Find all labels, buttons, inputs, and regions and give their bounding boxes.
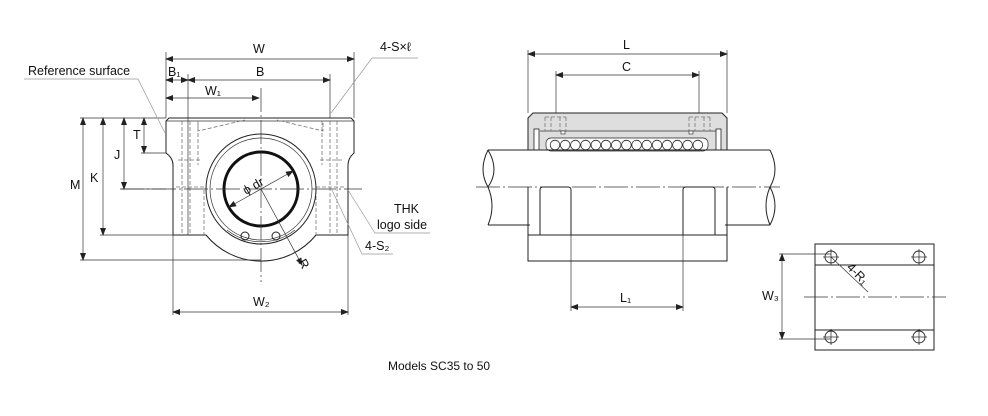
dim-label-K: K: [90, 171, 99, 185]
ball: [611, 139, 622, 151]
dim-label-R1: 4-R₁: [844, 260, 871, 287]
shaft: [482, 149, 776, 226]
ball: [621, 139, 632, 151]
housing-lower: [527, 187, 728, 262]
reference-surface-label: Reference surface: [28, 64, 130, 78]
ball: [662, 139, 673, 151]
retaining-hole: [271, 231, 281, 241]
ball: [590, 139, 602, 151]
housing-outline: [165, 117, 355, 262]
ball: [651, 139, 663, 151]
front-view: ϕ dr R W B₁ B W₁ M K J T W₂ Reference su…: [24, 40, 430, 315]
ball: [600, 139, 612, 151]
dim-label-J: J: [114, 148, 120, 162]
dim-label-L: L: [623, 38, 630, 52]
dim-label-C: C: [622, 60, 631, 74]
ball: [580, 139, 591, 151]
dim-label-R: R: [295, 257, 312, 272]
dim-label-L1: L₁: [620, 291, 631, 305]
dim-label-dr: ϕ dr: [241, 175, 267, 198]
bolt-hole-hidden-lines: [176, 121, 344, 235]
ball: [570, 139, 581, 151]
dim-label-M: M: [70, 178, 80, 192]
dim-label-T: T: [133, 128, 141, 142]
thread-spec-label: 4-S×ℓ: [380, 40, 411, 54]
thk-label: THK: [394, 202, 420, 216]
mounting-hole: [823, 329, 839, 345]
ball: [560, 139, 571, 151]
retaining-hole: [240, 231, 250, 241]
dim-label-W3: W₃: [762, 289, 779, 303]
dim-label-B: B: [256, 65, 264, 79]
ball: [692, 139, 704, 151]
ball: [672, 139, 683, 151]
dim-label-W1: W₁: [205, 84, 221, 98]
s2-label: 4-S₂: [365, 239, 389, 253]
caption: Models SC35 to 50: [388, 359, 490, 373]
mounting-hole: [911, 249, 927, 265]
dim-label-W: W: [253, 42, 265, 56]
ball: [631, 139, 642, 151]
mounting-hole: [911, 329, 927, 345]
ball: [641, 139, 653, 151]
side-view: L C L₁: [476, 38, 780, 311]
dim-label-B1: B₁: [168, 65, 181, 79]
dim-label-W2: W₂: [253, 295, 270, 309]
logo-side-label: logo side: [377, 218, 427, 232]
ball: [549, 139, 561, 151]
bottom-view: W₃ 4-R₁: [762, 243, 946, 351]
ball-row: [549, 139, 704, 151]
ball: [682, 139, 693, 151]
